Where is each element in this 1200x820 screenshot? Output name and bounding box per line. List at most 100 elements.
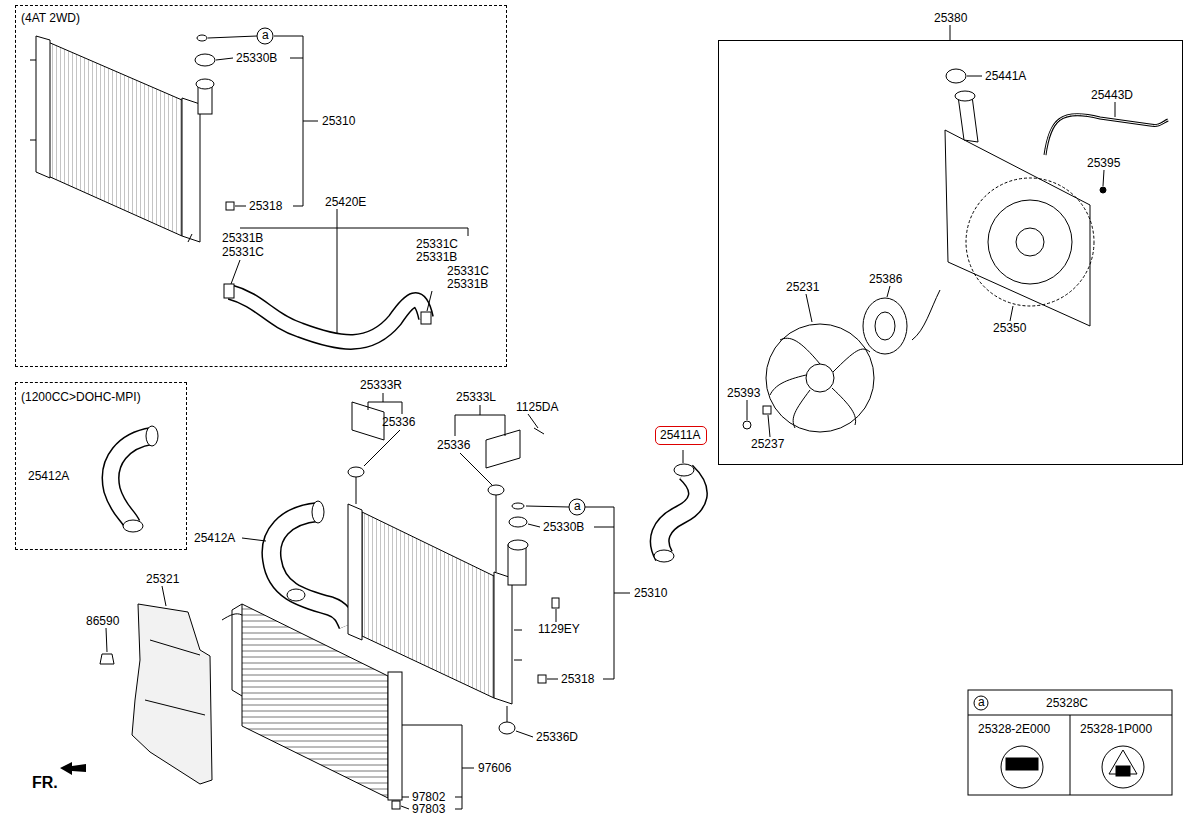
drawing-part <box>505 415 506 436</box>
callout-number: 25331C <box>416 237 458 251</box>
drawing-part <box>368 402 402 403</box>
drawing-part <box>494 572 512 704</box>
drawing-part <box>352 402 384 440</box>
drawing-part <box>240 228 468 229</box>
callout-number: 1125DA <box>516 400 558 414</box>
drawing-part <box>216 58 233 60</box>
callout-number: 25443D <box>1091 88 1133 102</box>
drawing-part <box>368 402 369 410</box>
drawing-part <box>111 436 152 524</box>
drawing-part <box>468 228 469 236</box>
drawing-part <box>547 679 558 680</box>
drawing-part <box>455 415 456 436</box>
drawing-part <box>486 430 520 468</box>
drawing-part <box>271 512 348 625</box>
drawing-part <box>1070 715 1071 795</box>
drawing-part <box>974 696 988 710</box>
callout-number: 97606 <box>478 761 511 775</box>
drawing-part <box>1001 746 1043 788</box>
callout-number: 25231 <box>786 280 819 294</box>
drawing-part <box>496 495 497 572</box>
drawing-part <box>514 630 522 631</box>
drawing-part <box>552 598 559 608</box>
hose-25411A <box>654 464 698 562</box>
drawing-part <box>271 512 348 625</box>
callout-number: 25331B <box>416 250 457 264</box>
group-box: (1200CC>DOHC-MPI) <box>15 382 187 550</box>
leader-lines <box>106 25 1115 809</box>
drawing-part <box>674 464 694 476</box>
hose-25412A-small <box>111 426 158 532</box>
callout-number: 25336 <box>437 438 470 452</box>
group-heading: (4AT 2WD) <box>21 11 80 25</box>
drawing-part <box>232 604 242 696</box>
callout-number: 25310 <box>322 114 355 128</box>
drawing-part <box>654 550 674 562</box>
drawing-part <box>603 679 614 680</box>
drawing-part <box>1006 758 1038 770</box>
drawing-part <box>863 298 907 354</box>
drawing-part <box>230 292 426 342</box>
callout-number: 86590 <box>86 614 119 628</box>
drawing-part <box>770 375 806 395</box>
drawing-part <box>507 706 508 722</box>
drawing-part <box>111 436 152 524</box>
callout-number: 25330B <box>543 520 584 534</box>
drawing-part <box>968 690 1172 795</box>
condenser <box>222 604 402 809</box>
drawing-part <box>132 604 212 784</box>
drawing-part <box>312 501 324 523</box>
drawing-part <box>242 538 266 541</box>
drawing-part <box>274 36 303 37</box>
drawing-part <box>614 593 630 594</box>
drawing-part <box>1103 170 1104 186</box>
group-heading: (1200CC>DOHC-MPI) <box>21 390 141 404</box>
drawing-part <box>683 450 684 463</box>
drawing-part <box>195 54 215 66</box>
legend-table <box>968 690 1172 795</box>
drawing-part <box>946 69 966 83</box>
callout-number: 25420E <box>325 195 366 209</box>
callout-number: 25318 <box>249 199 282 213</box>
drawing-part <box>188 234 192 242</box>
drawing-part <box>455 797 462 798</box>
drawing-part <box>388 672 402 800</box>
drawing-part <box>30 140 36 141</box>
front-marker: FR. <box>32 774 58 792</box>
drawing-part <box>290 58 303 59</box>
drawing-part <box>1045 115 1168 155</box>
fan <box>743 298 907 432</box>
drawing-part <box>235 206 246 207</box>
fan-shroud <box>912 69 1168 340</box>
drawing-part <box>660 472 698 556</box>
callout-box: 25411A <box>655 426 707 445</box>
drawing-part <box>402 725 462 726</box>
drawing-part <box>224 284 234 298</box>
drawing-part <box>182 98 200 242</box>
callout-number: 25350 <box>993 321 1026 335</box>
reference-letter: a <box>574 499 581 513</box>
drawing-part <box>833 349 870 372</box>
callout-number: 25328C <box>1046 696 1088 710</box>
drawing-part <box>421 312 431 324</box>
drawing-part <box>337 209 338 228</box>
callout-number: 25336 <box>382 415 415 429</box>
drawing-part <box>455 415 505 416</box>
drawing-part <box>534 428 544 434</box>
drawing-part <box>508 545 526 585</box>
drawing-part <box>287 589 305 601</box>
drawing-part <box>362 512 494 698</box>
drawing-part <box>967 76 982 77</box>
drawing-part <box>106 628 107 652</box>
drawing-part <box>36 36 50 178</box>
drawing-part <box>766 324 874 432</box>
drawing-part <box>528 414 538 428</box>
drawing-part <box>226 202 234 210</box>
drawing-part <box>196 79 214 89</box>
drawing-part <box>950 25 951 40</box>
callout-number: 25395 <box>1087 156 1120 170</box>
drawing-part <box>509 517 527 527</box>
air-guard <box>100 604 212 784</box>
drawing-part <box>912 290 940 340</box>
